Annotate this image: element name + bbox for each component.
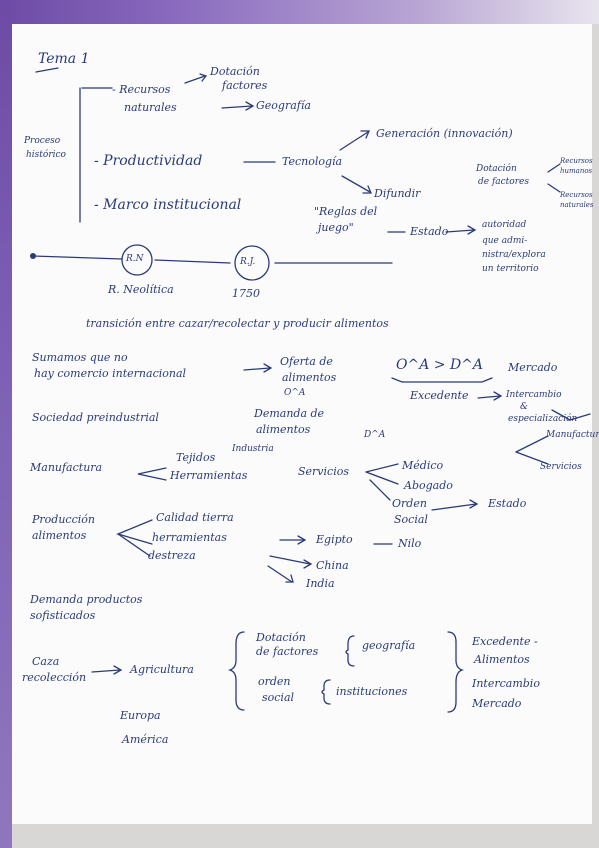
- intercambio-line3: especialización: [508, 414, 578, 424]
- india: India: [306, 577, 335, 590]
- proceso-line2: histórico: [26, 150, 66, 160]
- recursos-line2: naturales: [124, 101, 177, 114]
- demanda-line2: alimentos: [256, 423, 311, 436]
- paper-sheet: [12, 24, 592, 824]
- servicios: Servicios: [298, 465, 349, 478]
- tecnologia: Tecnología: [282, 155, 343, 168]
- rh-line2: humanos: [560, 167, 593, 175]
- sumamos-line2: hay comercio internacional: [34, 367, 187, 380]
- demanda-productos-line1: Demanda productos: [30, 593, 143, 606]
- medico: Médico: [402, 459, 444, 472]
- dotacion2-line2: de factores: [478, 177, 529, 187]
- purple-background-top: [0, 0, 599, 24]
- right-list-line2: Alimentos: [474, 653, 530, 666]
- proceso-line1: Proceso: [24, 136, 61, 146]
- estado: Estado: [410, 225, 449, 238]
- timeline-rj: R.J.: [240, 257, 256, 267]
- herramientas-2: herramientas: [152, 531, 227, 544]
- europa: Europa: [120, 709, 161, 722]
- purple-background-left: [0, 0, 12, 848]
- recursos-line1: - Recursos: [112, 83, 171, 96]
- autoridad-line4: un territorio: [482, 264, 539, 274]
- title: Tema 1: [38, 51, 90, 67]
- brace-dotacion-line1: Dotación: [256, 631, 306, 644]
- brace-orden-line1: orden: [258, 675, 291, 688]
- dotacion-line1: Dotación: [210, 65, 260, 78]
- orden-line1: Orden: [392, 497, 427, 510]
- marco-institucional: - Marco institucional: [94, 197, 242, 213]
- timeline-rn: R.N: [126, 254, 144, 264]
- brace-instituciones: instituciones: [336, 685, 408, 698]
- nilo: Nilo: [398, 537, 422, 550]
- america: América: [122, 733, 169, 746]
- calidad-tierra: Calidad tierra: [156, 511, 234, 524]
- herramientas: Herramientas: [170, 469, 248, 482]
- intercambio-line1: Intercambio: [506, 390, 562, 400]
- demanda-line3: D^A: [364, 430, 386, 440]
- oferta-line1: Oferta de: [280, 355, 333, 368]
- china: China: [316, 559, 349, 572]
- difundir: Difundir: [374, 187, 421, 200]
- manufacturas-side: Manufacturas: [546, 430, 599, 440]
- right-list-line4: Mercado: [472, 697, 522, 710]
- geografia: Geografía: [256, 99, 311, 112]
- generacion: Generación (innovación): [376, 127, 513, 140]
- mercado: Mercado: [508, 361, 558, 374]
- excedente: Excedente: [410, 389, 469, 402]
- reglas-line1: "Reglas del: [314, 205, 378, 218]
- egipto: Egipto: [316, 533, 353, 546]
- produccion-line1: Producción: [32, 513, 95, 526]
- tejidos: Tejidos: [176, 451, 216, 464]
- sociedad-preindustrial: Sociedad preindustrial: [32, 411, 159, 424]
- brace-geografia: geografía: [362, 639, 416, 652]
- manufactura: Manufactura: [30, 461, 103, 474]
- rn-line1: Recursos: [560, 191, 593, 199]
- autoridad-line1: autoridad: [482, 220, 527, 230]
- dotacion2-line1: Dotación: [476, 164, 517, 174]
- agricultura: Agricultura: [130, 663, 194, 676]
- brace-orden-line2: social: [262, 691, 295, 704]
- autoridad-line3: nistra/explora: [482, 250, 546, 260]
- right-list-line1: Excedente -: [472, 635, 538, 648]
- rh-line1: Recursos: [560, 157, 593, 165]
- transicion: transición entre cazar/recolectar y prod…: [86, 317, 389, 330]
- o-d-relation: O^A > D^A: [396, 357, 484, 373]
- servicios-side: Servicios: [540, 462, 582, 472]
- abogado: Abogado: [404, 479, 453, 492]
- sumamos-line1: Sumamos que no: [32, 351, 128, 364]
- reglas-line2: juego": [318, 221, 354, 234]
- timeline-year: 1750: [232, 287, 260, 300]
- demanda-line1: Demanda de: [254, 407, 325, 420]
- productividad: - Productividad: [94, 153, 203, 169]
- industria: Industria: [232, 444, 274, 454]
- intercambio-line2: &: [520, 402, 529, 412]
- demanda-productos-line2: sofisticados: [30, 609, 96, 622]
- orden-line2: Social: [394, 513, 428, 526]
- oferta-line3: O^A: [284, 388, 306, 398]
- timeline-neolitica: R. Neolítica: [108, 283, 174, 296]
- estado-2: Estado: [488, 497, 527, 510]
- produccion-line2: alimentos: [32, 529, 87, 542]
- autoridad-line2: que admi-: [482, 236, 528, 246]
- right-list-line3: Intercambio: [472, 677, 540, 690]
- oferta-line2: alimentos: [282, 371, 337, 384]
- rn-line2: naturales: [560, 201, 594, 209]
- caza-line1: Caza: [32, 655, 60, 668]
- dotacion-line2: factores: [222, 79, 268, 92]
- caza-line2: recolección: [22, 671, 87, 684]
- destreza: destreza: [148, 549, 196, 562]
- brace-dotacion-line2: de factores: [256, 645, 319, 658]
